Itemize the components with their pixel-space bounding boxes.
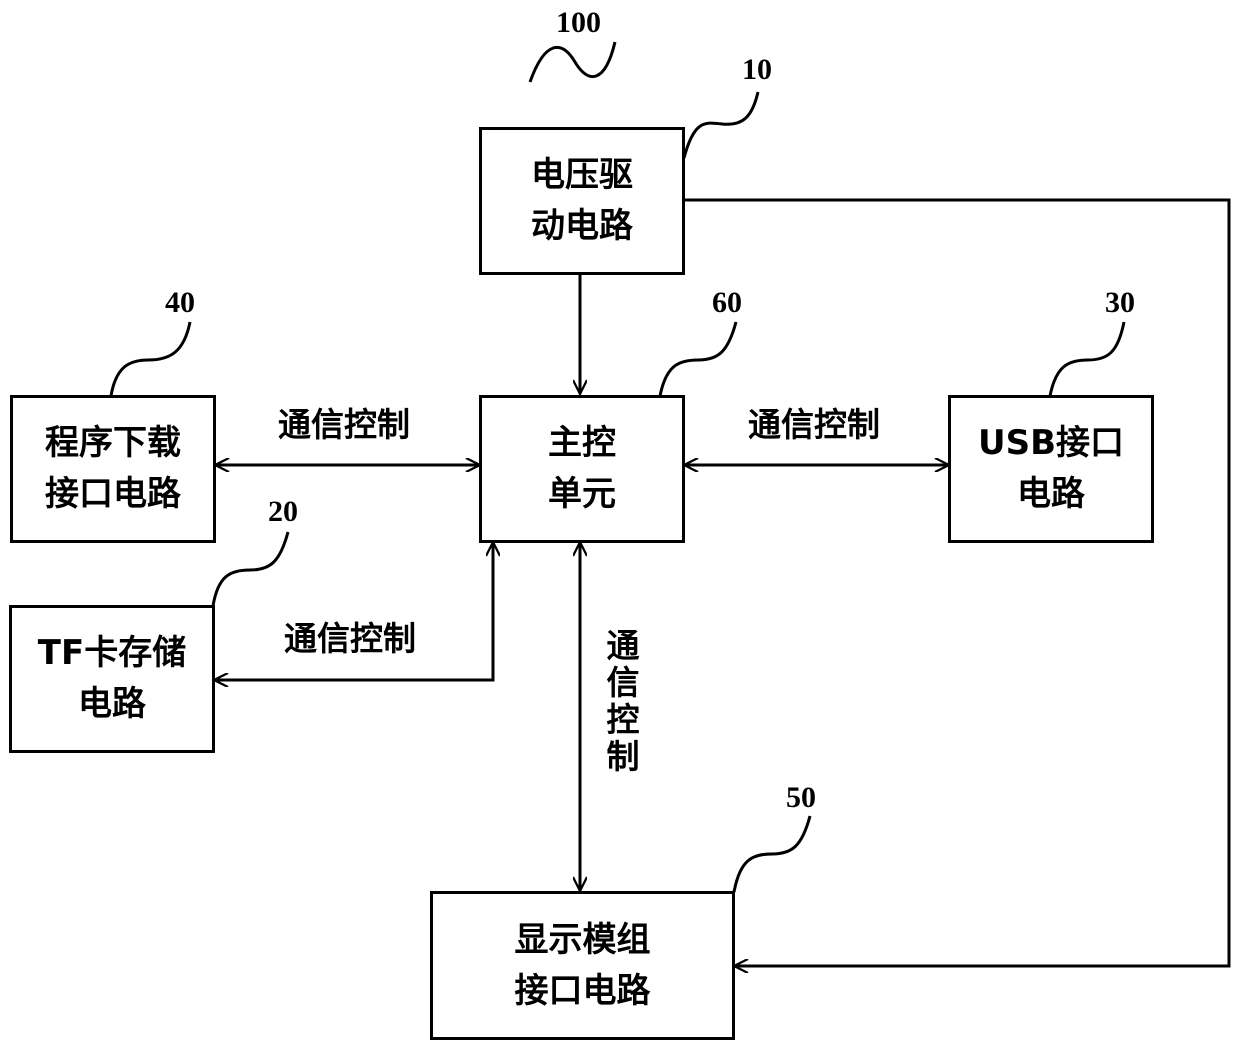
leader-line-60 bbox=[660, 322, 736, 396]
usb-interface-block: USB接口 电路 bbox=[948, 395, 1154, 543]
block-label-line: 单元 bbox=[548, 469, 616, 520]
link-label-main-display: 通信控制 bbox=[604, 628, 637, 776]
main-control-unit-block: 主控 单元 bbox=[479, 395, 685, 543]
block-label-line: 电压驱 bbox=[531, 150, 633, 201]
leader-line-10 bbox=[684, 92, 758, 158]
leader-line-20 bbox=[213, 532, 288, 606]
block-label-line: 接口电路 bbox=[45, 469, 181, 520]
arrow-tf-main bbox=[214, 542, 493, 680]
leader-line-50 bbox=[734, 816, 810, 892]
ref-number-20: 20 bbox=[268, 497, 298, 527]
program-download-interface-block: 程序下载 接口电路 bbox=[10, 395, 216, 543]
display-module-interface-block: 显示模组 接口电路 bbox=[430, 891, 735, 1040]
leader-line-40 bbox=[111, 322, 190, 396]
block-label-line: 主控 bbox=[548, 418, 616, 469]
block-label-line: 动电路 bbox=[531, 201, 633, 252]
figure-ref-squiggle bbox=[530, 42, 615, 82]
link-label-program-main: 通信控制 bbox=[278, 408, 410, 441]
link-label-tf-main: 通信控制 bbox=[284, 622, 416, 655]
block-label-line: 电路 bbox=[1017, 469, 1085, 520]
ref-number-40: 40 bbox=[165, 288, 195, 318]
ref-number-50: 50 bbox=[786, 783, 816, 813]
tf-card-storage-block: TF卡存储 电路 bbox=[9, 605, 215, 753]
block-label-line: 显示模组 bbox=[515, 915, 651, 966]
ref-number-60: 60 bbox=[712, 288, 742, 318]
figure-ref-number: 100 bbox=[556, 8, 601, 38]
block-label-line: 接口电路 bbox=[515, 966, 651, 1017]
voltage-drive-circuit-block: 电压驱 动电路 bbox=[479, 127, 685, 275]
block-label-line: 程序下载 bbox=[45, 418, 181, 469]
ref-number-10: 10 bbox=[742, 55, 772, 85]
ref-number-30: 30 bbox=[1105, 288, 1135, 318]
link-label-main-usb: 通信控制 bbox=[748, 408, 880, 441]
block-label-line: TF卡存储 bbox=[38, 628, 186, 679]
block-label-line: USB接口 bbox=[978, 418, 1124, 469]
leader-line-30 bbox=[1050, 322, 1124, 396]
arrow-voltage-to-display bbox=[684, 200, 1229, 966]
block-label-line: 电路 bbox=[78, 679, 146, 730]
